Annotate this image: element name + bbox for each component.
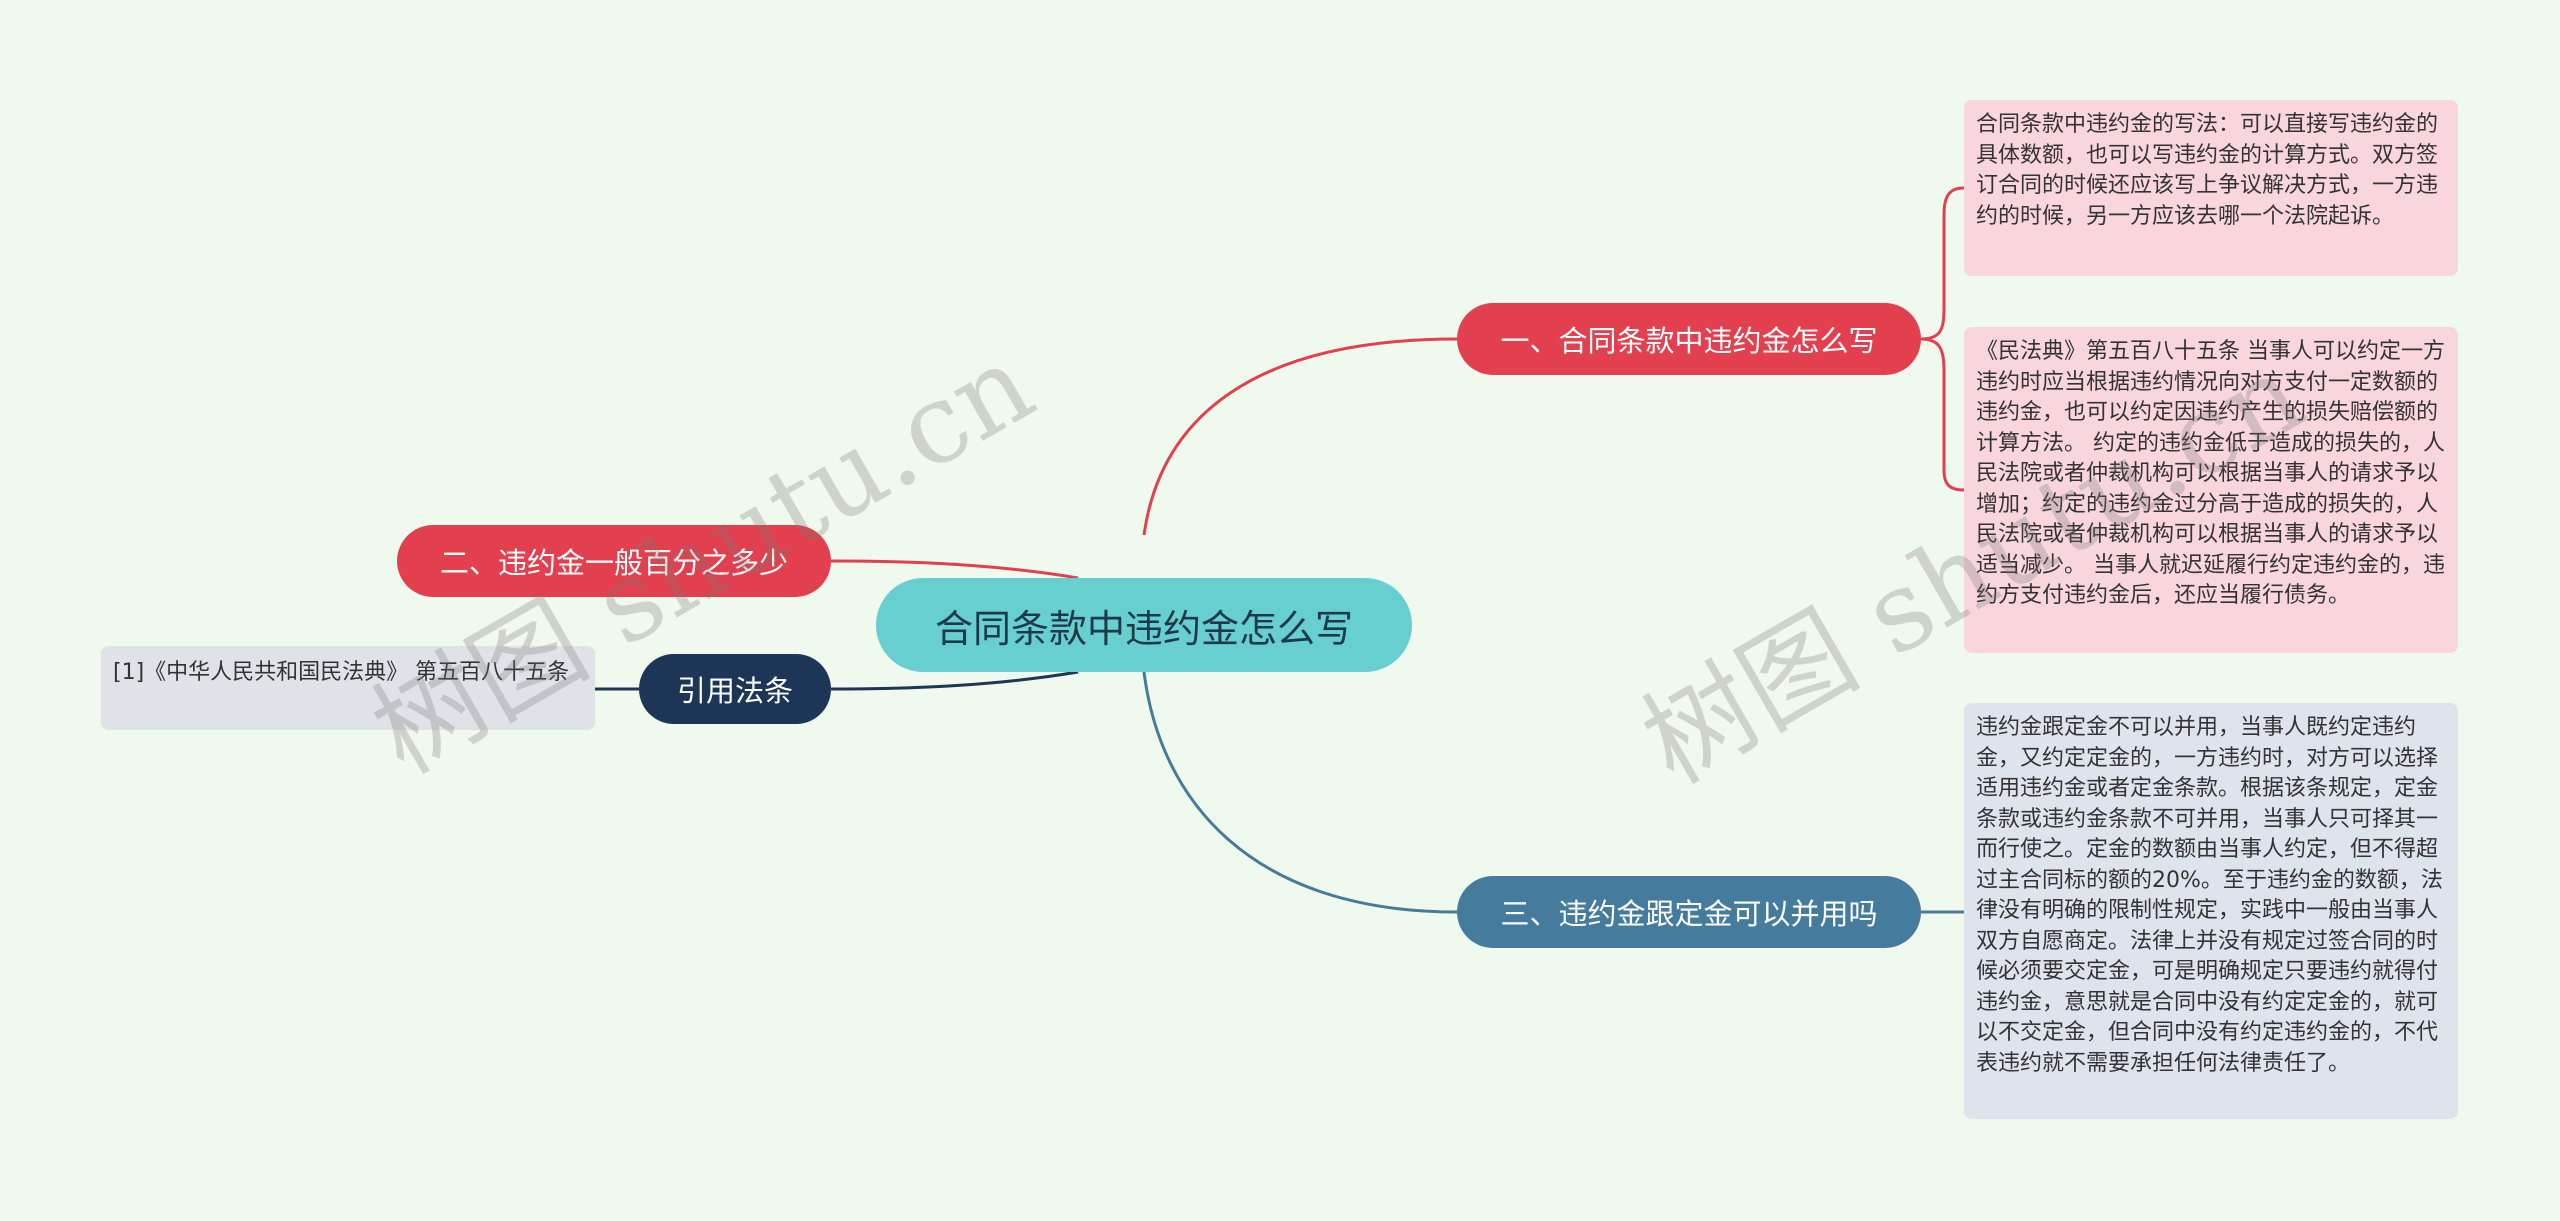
root-node[interactable]: 合同条款中违约金怎么写	[876, 578, 1412, 672]
connector-branch1-leaf1	[1920, 186, 1965, 341]
leaf-note-deposit[interactable]: 违约金跟定金不可以并用，当事人既约定违约金，又约定定金的，一方违约时，对方可以选…	[1964, 703, 2458, 1119]
connector-root-branch1	[1142, 337, 1458, 536]
branch-node-2[interactable]: 二、违约金一般百分之多少	[397, 525, 831, 597]
branch-node-3[interactable]: 三、违约金跟定金可以并用吗	[1457, 876, 1921, 948]
connector-root-branch2	[830, 559, 1079, 580]
branch-node-1[interactable]: 一、合同条款中违约金怎么写	[1457, 303, 1921, 375]
leaf-note-citation[interactable]: [1]《中华人民共和国民法典》 第五百八十五条	[101, 646, 595, 730]
connector-branch1-leaf2	[1920, 337, 1965, 492]
connector-root-branch3	[830, 670, 1079, 691]
connector-root-branch4	[1142, 671, 1458, 914]
branch-node-citation[interactable]: 引用法条	[639, 654, 831, 724]
leaf-note-writing-method[interactable]: 合同条款中违约金的写法：可以直接写违约金的具体数额，也可以写违约金的计算方式。双…	[1964, 100, 2458, 276]
leaf-note-civil-code[interactable]: 《民法典》第五百八十五条 当事人可以约定一方违约时应当根据违约情况向对方支付一定…	[1964, 327, 2458, 653]
